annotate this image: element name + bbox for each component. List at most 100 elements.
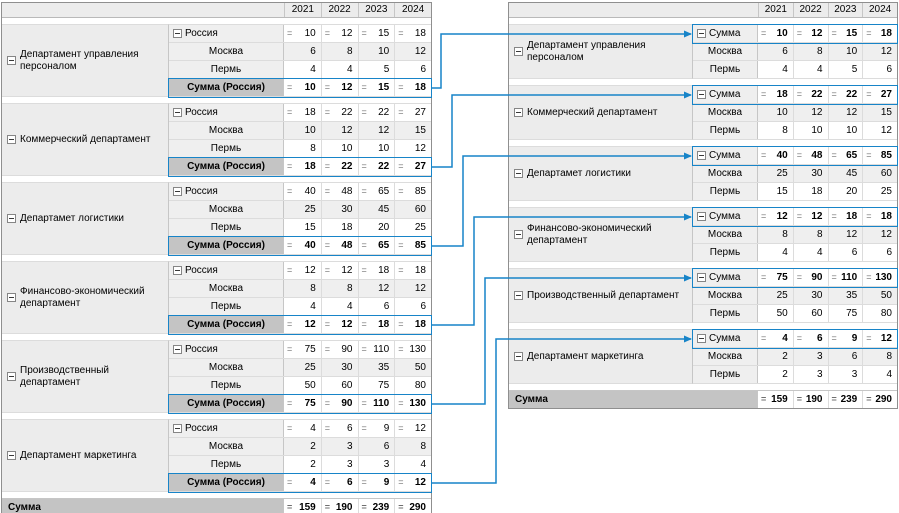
value-cell: 80 xyxy=(862,305,897,322)
collapse-icon[interactable] xyxy=(697,334,706,343)
value-cell: =22 xyxy=(357,158,395,175)
sum-row[interactable]: Сумма=40=48=65=85 xyxy=(693,147,897,165)
cell-value: 15 xyxy=(304,222,316,233)
row-label-cell: Москва xyxy=(693,43,758,60)
collapse-icon[interactable] xyxy=(697,90,706,99)
cell-value: 6 xyxy=(782,46,788,57)
department-cell: Производственный департамент xyxy=(2,340,169,413)
row-label: Москва xyxy=(707,351,743,362)
aggregate-equals-icon: = xyxy=(796,28,803,38)
department-cell: Департамет логистики xyxy=(2,182,169,255)
year-header-cell: 2021 xyxy=(284,3,321,17)
cell-value: 18 xyxy=(341,222,353,233)
collapse-icon[interactable] xyxy=(514,230,523,239)
aggregate-equals-icon: = xyxy=(361,477,367,487)
value-cell: =65 xyxy=(827,147,863,164)
collapse-icon[interactable] xyxy=(514,169,523,178)
cell-value: 48 xyxy=(341,186,353,197)
data-row: Россия=75=90=110=130 xyxy=(169,341,431,359)
row-label: Россия xyxy=(185,107,218,118)
value-cell: 12 xyxy=(862,122,897,139)
value-cell: 6 xyxy=(394,61,431,78)
collapse-icon[interactable] xyxy=(514,352,523,361)
value-cell: 12 xyxy=(792,104,828,121)
value-cell: 12 xyxy=(862,226,897,243)
sum-row[interactable]: Сумма (Россия)=12=12=18=18 xyxy=(169,316,431,334)
value-cell: 50 xyxy=(394,359,431,376)
department-label: Финансово-экономический департамент xyxy=(527,222,652,246)
value-cell: =18 xyxy=(394,262,431,279)
row-label: Сумма (Россия) xyxy=(187,477,265,488)
aggregate-equals-icon: = xyxy=(398,502,404,512)
collapse-icon[interactable] xyxy=(7,451,16,460)
collapse-icon[interactable] xyxy=(173,29,182,38)
sum-row[interactable]: Сумма=18=22=22=27 xyxy=(693,86,897,104)
row-label-cell: Сумма xyxy=(693,269,758,286)
collapse-icon[interactable] xyxy=(7,135,16,144)
cell-value: 9 xyxy=(383,477,390,488)
sum-row[interactable]: Сумма=4=6=9=12 xyxy=(693,330,897,348)
cell-value: 3 xyxy=(346,459,353,470)
collapse-icon[interactable] xyxy=(7,372,16,381)
collapse-icon[interactable] xyxy=(7,214,16,223)
collapse-icon[interactable] xyxy=(697,29,706,38)
sum-row[interactable]: Сумма=12=12=18=18 xyxy=(693,208,897,226)
cell-value: 130 xyxy=(409,398,426,409)
aggregate-equals-icon: = xyxy=(831,28,837,38)
cell-value: 3 xyxy=(346,441,353,452)
sum-row[interactable]: Сумма (Россия)=40=48=65=85 xyxy=(169,237,431,255)
collapse-icon[interactable] xyxy=(173,266,182,275)
aggregate-equals-icon: = xyxy=(398,477,404,487)
collapse-icon[interactable] xyxy=(173,108,182,117)
row-label-cell: Москва xyxy=(169,280,284,297)
sum-row[interactable]: Сумма (Россия)=10=12=15=18 xyxy=(169,79,431,97)
cell-value: 12 xyxy=(414,46,426,57)
value-cell: 3 xyxy=(792,348,828,365)
aggregate-equals-icon: = xyxy=(361,186,367,196)
sum-row[interactable]: Сумма=10=12=15=18 xyxy=(693,25,897,43)
value-cell: 3 xyxy=(792,366,828,383)
value-cell: =48 xyxy=(320,183,358,200)
sum-row[interactable]: Сумма=75=90=110=130 xyxy=(693,269,897,287)
aggregate-equals-icon: = xyxy=(287,240,293,250)
collapse-icon[interactable] xyxy=(7,293,16,302)
value-cell: =10 xyxy=(758,25,793,42)
total-label: Сумма xyxy=(515,394,548,405)
row-label-cell: Пермь xyxy=(693,366,758,383)
cell-value: 18 xyxy=(378,265,390,276)
value-cell: =12 xyxy=(758,208,793,225)
cell-value: 6 xyxy=(346,423,353,434)
value-cell: =22 xyxy=(827,86,863,103)
collapse-icon[interactable] xyxy=(514,108,523,117)
collapse-icon[interactable] xyxy=(173,187,182,196)
collapse-icon[interactable] xyxy=(697,151,706,160)
collapse-icon[interactable] xyxy=(514,291,523,300)
cell-value: 3 xyxy=(816,369,823,380)
value-cell: =290 xyxy=(394,499,431,513)
collapse-icon[interactable] xyxy=(697,273,706,282)
value-cell: =15 xyxy=(827,25,863,42)
sum-row[interactable]: Сумма (Россия)=4=6=9=12 xyxy=(169,474,431,492)
collapse-icon[interactable] xyxy=(7,56,16,65)
collapse-icon[interactable] xyxy=(173,424,182,433)
value-cell: =15 xyxy=(357,25,395,42)
cell-value: 2 xyxy=(310,459,316,470)
row-label: Пермь xyxy=(709,64,741,75)
cell-value: 90 xyxy=(341,344,353,355)
sum-row[interactable]: Сумма (Россия)=18=22=22=27 xyxy=(169,158,431,176)
collapse-icon[interactable] xyxy=(697,212,706,221)
cell-value: 18 xyxy=(414,28,426,39)
collapse-icon[interactable] xyxy=(514,47,523,56)
cell-value: 12 xyxy=(414,143,426,154)
collapse-icon[interactable] xyxy=(173,345,182,354)
cell-value: 90 xyxy=(811,272,823,283)
sum-row[interactable]: Сумма (Россия)=75=90=110=130 xyxy=(169,395,431,413)
cell-value: 10 xyxy=(811,125,823,136)
